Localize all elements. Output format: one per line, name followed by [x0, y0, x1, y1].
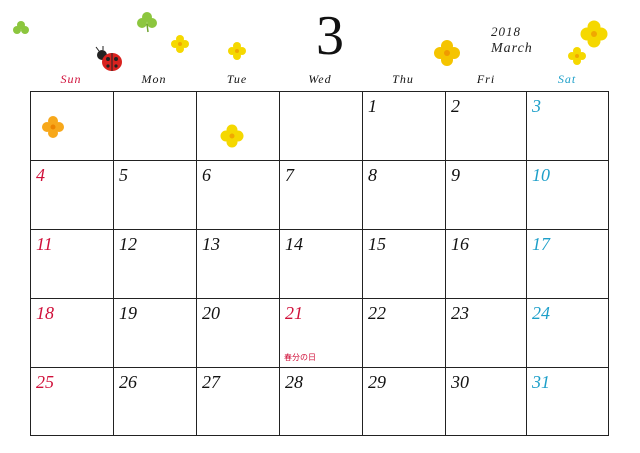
day-number: 30 [451, 372, 469, 392]
day-number: 27 [202, 372, 220, 392]
day-cell[interactable]: 11 [31, 230, 114, 299]
day-cell[interactable]: 7 [280, 161, 363, 230]
day-cell[interactable]: 24 [527, 299, 609, 368]
day-number: 29 [368, 372, 386, 392]
day-number: 17 [532, 234, 550, 254]
year-label: 2018 [491, 24, 521, 39]
day-cell[interactable] [197, 92, 280, 161]
day-cell[interactable]: 16 [446, 230, 527, 299]
holiday-label: 春分の日 [284, 353, 316, 362]
day-number: 5 [119, 165, 128, 185]
day-cell[interactable]: 20 [197, 299, 280, 368]
ladybug-icon [95, 46, 122, 71]
day-cell[interactable]: 5 [114, 161, 197, 230]
day-cell[interactable]: 10 [527, 161, 609, 230]
day-cell[interactable]: 14 [280, 230, 363, 299]
day-number: 14 [285, 234, 303, 254]
day-cell[interactable]: 19 [114, 299, 197, 368]
day-cell[interactable] [280, 92, 363, 161]
day-number: 23 [451, 303, 469, 323]
weekday-mon: Mon [141, 72, 167, 86]
day-number: 9 [451, 165, 460, 185]
day-number: 20 [202, 303, 220, 323]
day-number: 7 [285, 165, 294, 185]
day-cell[interactable]: 23 [446, 299, 527, 368]
yellow-flower-icon [580, 20, 608, 48]
day-number: 13 [202, 234, 220, 254]
day-cell[interactable]: 15 [363, 230, 446, 299]
day-cell[interactable]: 13 [197, 230, 280, 299]
day-number: 12 [119, 234, 137, 254]
yellow-flower-icon [171, 35, 189, 53]
day-number: 2 [451, 96, 460, 116]
yellow-flower-icon [434, 40, 460, 66]
day-cell[interactable]: 18 [31, 299, 114, 368]
green-clover-icon [137, 12, 157, 33]
weekday-thu: Thu [392, 72, 414, 86]
day-number: 31 [532, 372, 550, 392]
month-name: March [491, 41, 533, 56]
yellow-flower-icon [568, 47, 586, 65]
day-number: 15 [368, 234, 386, 254]
weekday-fri: Fri [476, 72, 496, 86]
day-number: 16 [451, 234, 469, 254]
day-cell[interactable]: 28 [280, 368, 363, 436]
yellow-flower-icon [220, 124, 244, 148]
weekday-wed: Wed [308, 72, 332, 86]
day-cell[interactable]: 3 [527, 92, 609, 161]
day-number: 21 [285, 303, 303, 323]
day-cell[interactable]: 6 [197, 161, 280, 230]
day-cell[interactable]: 29 [363, 368, 446, 436]
day-cell[interactable]: 12 [114, 230, 197, 299]
day-number: 24 [532, 303, 550, 323]
day-cell[interactable]: 30 [446, 368, 527, 436]
month-number: 3 [316, 5, 344, 67]
day-number: 4 [36, 165, 45, 185]
day-number: 26 [119, 372, 137, 392]
day-number: 1 [368, 96, 377, 116]
day-number: 8 [368, 165, 377, 185]
weekday-tue: Tue [226, 72, 248, 86]
day-cell[interactable]: 25 [31, 368, 114, 436]
day-number: 6 [202, 165, 211, 185]
day-cell[interactable] [31, 92, 114, 161]
day-cell[interactable]: 31 [527, 368, 609, 436]
day-cell[interactable]: 2 [446, 92, 527, 161]
day-cell[interactable]: 27 [197, 368, 280, 436]
weekday-header: Sun Mon Tue Wed Thu Fri Sat [30, 72, 610, 90]
day-number: 18 [36, 303, 54, 323]
day-cell[interactable]: 9 [446, 161, 527, 230]
day-number: 11 [36, 234, 53, 254]
green-clover-icon [13, 21, 29, 34]
day-number: 3 [532, 96, 541, 116]
day-cell[interactable]: 22 [363, 299, 446, 368]
day-cell[interactable]: 8 [363, 161, 446, 230]
day-cell[interactable]: 4 [31, 161, 114, 230]
day-cell[interactable]: 26 [114, 368, 197, 436]
day-number: 10 [532, 165, 550, 185]
day-cell[interactable] [114, 92, 197, 161]
day-cell[interactable]: 17 [527, 230, 609, 299]
weekday-sat: Sat [557, 72, 577, 86]
day-number: 22 [368, 303, 386, 323]
day-cell[interactable]: 1 [363, 92, 446, 161]
day-number: 19 [119, 303, 137, 323]
day-cell[interactable]: 21 春分の日 [280, 299, 363, 368]
orange-flower-icon [42, 116, 64, 138]
day-number: 25 [36, 372, 54, 392]
day-number: 28 [285, 372, 303, 392]
yellow-flower-icon [228, 42, 246, 60]
weekday-sun: Sun [60, 72, 82, 86]
